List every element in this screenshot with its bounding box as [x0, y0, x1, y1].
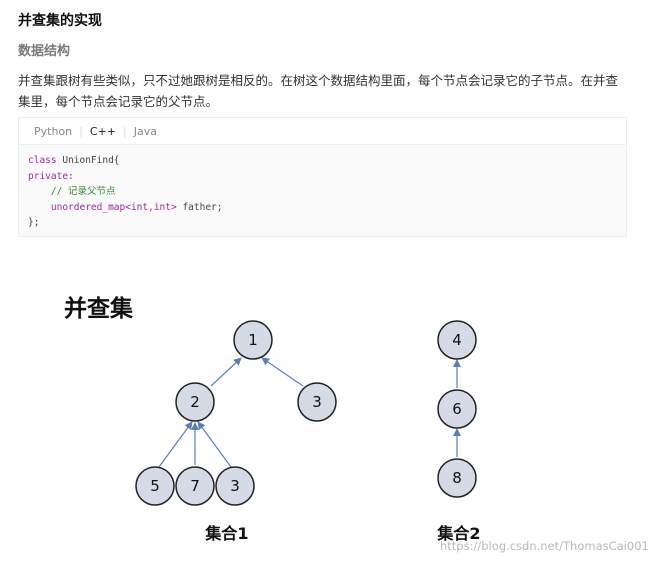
node-label: 8: [452, 469, 462, 487]
tab-divider: |: [79, 124, 83, 138]
node-label: 7: [190, 477, 200, 495]
node-1: 1: [233, 320, 273, 360]
tab-divider: |: [122, 124, 127, 138]
code-text: };: [28, 217, 40, 228]
node-7: 7: [175, 466, 215, 506]
code-keyword: private: [28, 170, 69, 182]
code-text: father;: [176, 201, 223, 213]
node-label: 6: [452, 400, 462, 418]
section-subtitle: 数据结构: [18, 44, 71, 59]
node-2: 2: [175, 382, 215, 422]
tab-cpp[interactable]: C++: [89, 124, 116, 138]
code-block: Python | C++ | Java class UnionFind{ pri…: [18, 117, 627, 237]
edge-5-to-2: [158, 421, 193, 468]
intro-paragraph: 并查集跟树有些类似，只不过她跟树是相反的。在树这个数据结构里面，每个节点会记录它…: [18, 73, 619, 109]
code-keyword: class: [28, 155, 57, 166]
watermark: https://blog.csdn.net/ThomasCai001: [440, 539, 649, 553]
node-label: 5: [150, 477, 160, 495]
node-5: 5: [135, 466, 175, 506]
code-comment: // 记录父节点: [28, 186, 116, 197]
edge-3-to-1: [261, 357, 304, 387]
node-label: 4: [452, 331, 462, 349]
edge-3b-to-2: [197, 421, 232, 468]
node-label: 1: [248, 331, 258, 349]
diagram-title: 并查集: [64, 295, 134, 322]
node-4: 4: [437, 320, 477, 360]
node-3: 3: [297, 382, 337, 422]
tab-python[interactable]: Python: [34, 124, 73, 138]
code-text: UnionFind{: [56, 155, 120, 166]
set1-label: 集合1: [204, 524, 248, 543]
node-label: 2: [190, 393, 200, 411]
code-type: unordered_map<int,int>: [28, 201, 177, 213]
edge-2-to-1: [210, 357, 242, 387]
node-8: 8: [437, 458, 477, 498]
article-title: 并查集的实现: [18, 13, 102, 29]
node-3b: 3: [215, 466, 255, 506]
code-text: :: [68, 170, 74, 182]
union-find-diagram: 并查集 1 2 3 5 7 3: [64, 295, 481, 543]
code-language-tabs: Python | C++ | Java: [19, 118, 626, 145]
node-label: 3: [230, 477, 240, 495]
set2-label: 集合2: [436, 524, 480, 543]
node-label: 3: [312, 393, 322, 411]
node-6: 6: [437, 389, 477, 429]
tab-java[interactable]: Java: [133, 124, 157, 138]
code-content: class UnionFind{ private: // 记录父节点 unord…: [19, 145, 626, 239]
